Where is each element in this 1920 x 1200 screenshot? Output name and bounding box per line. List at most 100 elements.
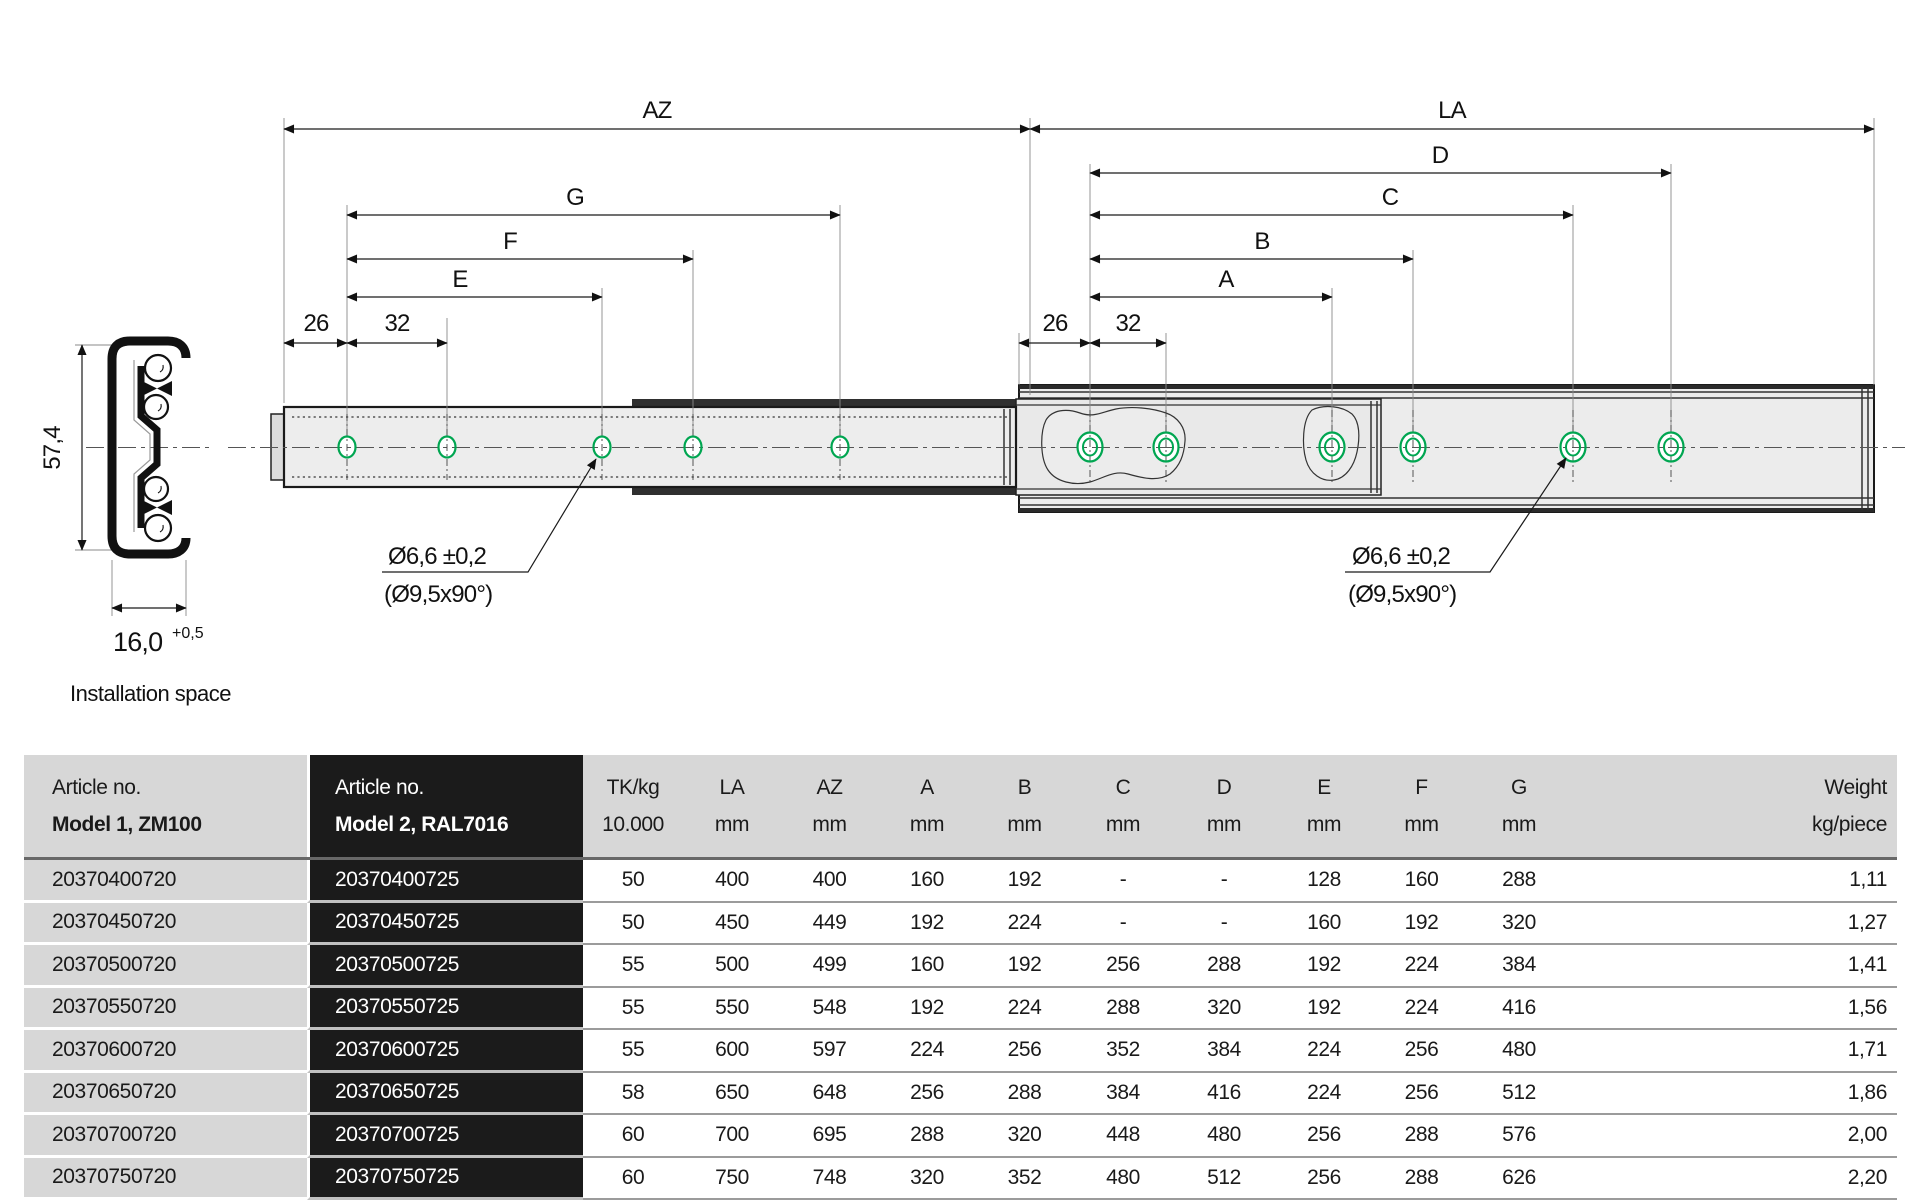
- header-col-label: AZ: [816, 775, 843, 799]
- dimension-value: 320: [976, 1115, 1073, 1158]
- article-no-model1: 20370550720: [24, 987, 307, 1030]
- dimension-value: 288: [1373, 1157, 1470, 1200]
- dim-label-left-pitch: 32: [384, 310, 410, 337]
- weight-value: 1,86: [1568, 1072, 1897, 1115]
- dimension-value: -: [1173, 860, 1275, 903]
- article-no-model1: 20370700720: [24, 1115, 307, 1158]
- dimension-value: 448: [1073, 1115, 1173, 1158]
- header-col-unit: mm: [909, 812, 945, 836]
- article-no-model2: 20370600725: [307, 1030, 583, 1073]
- dimension-value: 597: [781, 1030, 878, 1073]
- dimension-value: 450: [683, 902, 781, 945]
- header-model2-line2: Model 2, RAL7016: [335, 812, 509, 836]
- dim-label-az: AZ: [642, 97, 671, 124]
- header-col-e: E mm: [1275, 755, 1373, 857]
- article-table: Article no. Model 1, ZM100 Article no. M…: [24, 755, 1897, 1200]
- dimension-value: 128: [1275, 860, 1373, 903]
- dimension-value: 352: [1073, 1030, 1173, 1073]
- header-col-unit: mm: [714, 812, 750, 836]
- dimension-value: 60: [583, 1157, 683, 1200]
- slide-top-view: [270, 384, 1875, 513]
- dimension-value: 480: [1470, 1030, 1568, 1073]
- dimension-value: 650: [683, 1072, 781, 1115]
- dimension-value: 224: [976, 902, 1073, 945]
- cross-section: 57,4 16,0 +0,5 Installation space: [39, 336, 232, 706]
- table-header: Article no. Model 1, ZM100 Article no. M…: [24, 755, 1897, 860]
- weight-value: 2,00: [1568, 1115, 1897, 1158]
- article-no-model2: 20370700725: [307, 1115, 583, 1158]
- header-col-label: LA: [719, 775, 745, 799]
- header-col-unit: mm: [1501, 812, 1537, 836]
- header-col-label: F: [1415, 775, 1428, 799]
- dimension-value: -: [1073, 860, 1173, 903]
- header-col-label: E: [1317, 775, 1331, 799]
- dimension-value: 55: [583, 987, 683, 1030]
- dimension-value: -: [1173, 902, 1275, 945]
- dimension-value: 256: [878, 1072, 976, 1115]
- header-col-unit: mm: [812, 812, 847, 836]
- installation-space-label: Installation space: [70, 681, 231, 706]
- article-no-model2: 20370400725: [307, 860, 583, 903]
- dimension-value: 748: [781, 1157, 878, 1200]
- article-no-model1: 20370750720: [24, 1157, 307, 1200]
- header-col-unit: 10.000: [602, 812, 664, 836]
- dimension-value: 480: [1173, 1115, 1275, 1158]
- header-col-b: B mm: [976, 755, 1073, 857]
- header-col-unit: mm: [1306, 812, 1342, 836]
- weight-value: 1,71: [1568, 1030, 1897, 1073]
- dimension-value: 160: [1373, 860, 1470, 903]
- dimension-value: 192: [1275, 945, 1373, 988]
- dimension-value: -: [1073, 902, 1173, 945]
- hole-note-left-line2: (Ø9,5x90°): [384, 581, 492, 608]
- dimension-value: 750: [683, 1157, 781, 1200]
- dimension-value: 352: [976, 1157, 1073, 1200]
- article-no-model2: 20370500725: [307, 945, 583, 988]
- cross-section-width-tolerance: +0,5: [172, 625, 204, 642]
- header-col-az: AZ mm: [781, 755, 878, 857]
- technical-drawing: AZ LA D G C F B E A 26 32 26 32: [39, 97, 1905, 706]
- hole-rings: [337, 431, 1685, 463]
- article-no-model1: 20370500720: [24, 945, 307, 988]
- mounting-cutout: [1041, 407, 1186, 485]
- article-no-model1: 20370600720: [24, 1030, 307, 1073]
- header-col-label: TK/kg: [606, 775, 660, 799]
- dimension-value: 58: [583, 1072, 683, 1115]
- dim-label-b: B: [1254, 228, 1269, 255]
- dimension-value: 192: [976, 860, 1073, 903]
- dimension-value: 695: [781, 1115, 878, 1158]
- header-col-f: F mm: [1373, 755, 1470, 857]
- header-model2-line1: Article no.: [335, 775, 424, 799]
- dimension-value: 449: [781, 902, 878, 945]
- dimension-value: 50: [583, 860, 683, 903]
- dimension-value: 400: [781, 860, 878, 903]
- dimension-value: 192: [1373, 902, 1470, 945]
- dim-label-c: C: [1382, 184, 1399, 211]
- header-col-la: LA mm: [683, 755, 781, 857]
- article-no-model2: 20370750725: [307, 1157, 583, 1200]
- article-no-model2: 20370650725: [307, 1072, 583, 1115]
- dimension-value: 550: [683, 987, 781, 1030]
- dim-label-right-pitch: 32: [1115, 310, 1141, 337]
- hole-note-left: Ø6,6 ±0,2 (Ø9,5x90°): [382, 458, 597, 608]
- article-no-model1: 20370450720: [24, 902, 307, 945]
- dimension-lines: [283, 124, 1875, 348]
- dimension-value: 288: [1173, 945, 1275, 988]
- dimension-value: 192: [976, 945, 1073, 988]
- dimension-value: 192: [1275, 987, 1373, 1030]
- cross-section-height: 57,4: [39, 426, 66, 470]
- dimension-value: 700: [683, 1115, 781, 1158]
- dimension-value: 192: [878, 987, 976, 1030]
- dimension-value: 576: [1470, 1115, 1568, 1158]
- dimension-value: 512: [1173, 1157, 1275, 1200]
- dimension-value: 50: [583, 902, 683, 945]
- dimension-value: 160: [878, 945, 976, 988]
- header-col-d: D mm: [1173, 755, 1275, 857]
- hole-note-right: Ø6,6 ±0,2 (Ø9,5x90°): [1345, 457, 1567, 608]
- dimension-value: 288: [1470, 860, 1568, 903]
